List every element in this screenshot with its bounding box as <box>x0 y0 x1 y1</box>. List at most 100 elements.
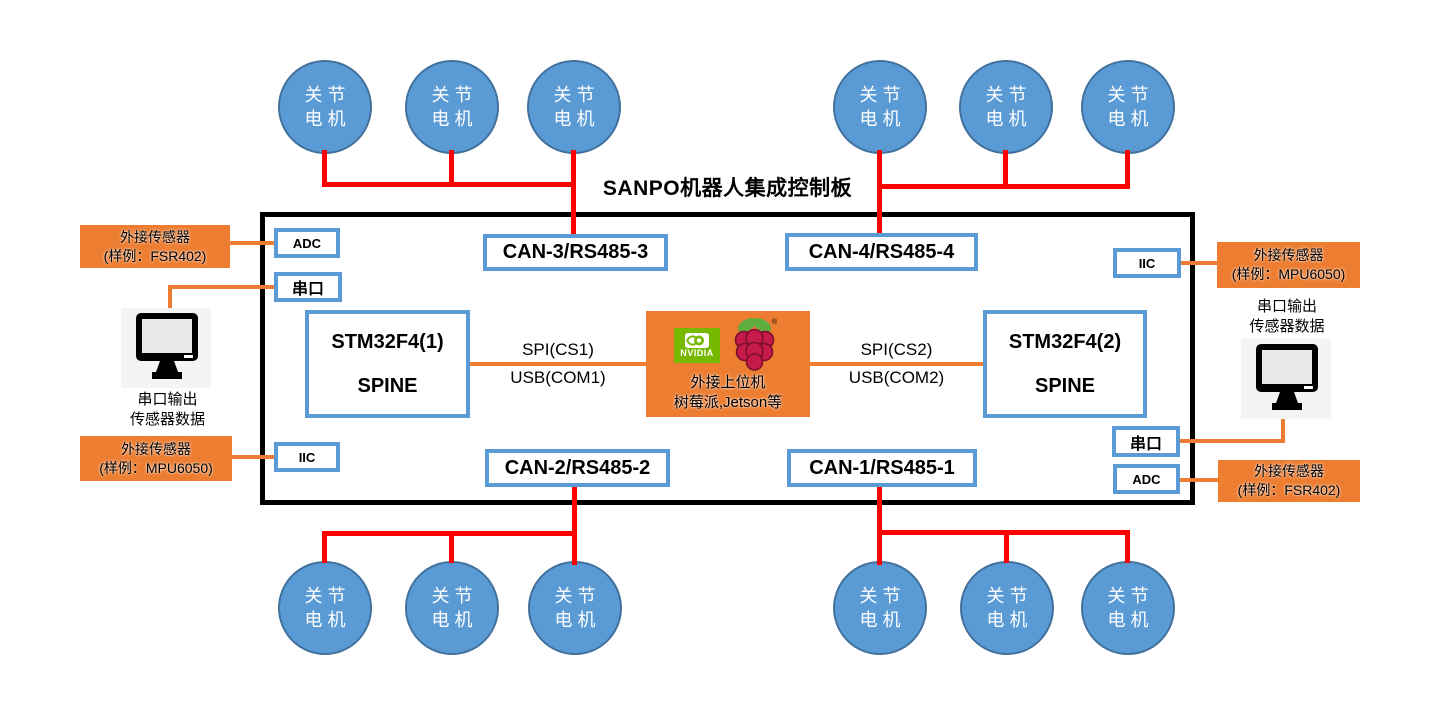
serial-link-line <box>1180 439 1285 443</box>
motor-label: 电机 <box>554 610 601 630</box>
can3-label: CAN-3/RS485-3 <box>502 241 649 263</box>
pc-label-line2: 传感器数据 <box>1249 318 1325 335</box>
usb-com1-label: USB(COM1) <box>510 368 606 387</box>
nvidia-wordmark: NVIDIA <box>680 348 714 358</box>
motor-label: 关节 <box>1107 85 1154 105</box>
bus-line <box>877 530 1130 535</box>
joint-motor-circle: 关节电机 <box>405 561 499 655</box>
joint-motor-circle: 关节电机 <box>833 60 927 154</box>
motor-label: 关节 <box>553 85 600 105</box>
bus-line <box>322 531 327 563</box>
joint-motor-circle: 关节电机 <box>528 561 622 655</box>
sensor-label-line1: 外接传感器 <box>1254 463 1324 479</box>
host-label-line1: 外接上位机 <box>690 374 766 391</box>
can2-label: CAN-2/RS485-2 <box>504 456 651 479</box>
motor-label: 电机 <box>985 109 1032 129</box>
external-sensor-mpu6050-right-box: 外接传感器 (样例：MPU6050) <box>1217 242 1360 288</box>
sensor-label-line2: (样例：MPU6050) <box>99 459 213 476</box>
bus-line <box>322 182 576 187</box>
iic-port-left-box: IIC <box>274 442 340 472</box>
motor-label: 电机 <box>431 610 478 630</box>
iic-port-right-box: IIC <box>1113 248 1181 278</box>
control-board-outline <box>260 212 1195 505</box>
motor-label: 关节 <box>859 85 906 105</box>
adc-port-right-box: ADC <box>1113 464 1180 494</box>
monitor-icon <box>1241 339 1331 419</box>
raspberry-pi-logo-icon: ® <box>734 318 778 371</box>
motor-label: 关节 <box>431 586 478 606</box>
motor-label: 电机 <box>304 610 351 630</box>
serial-link-line <box>168 285 274 289</box>
sensor-link-line <box>1180 261 1217 265</box>
joint-motor-circle: 关节电机 <box>527 60 621 154</box>
joint-motor-circle: 关节电机 <box>278 561 372 655</box>
motor-label: 关节 <box>859 586 906 606</box>
adc-port-left-box: ADC <box>274 228 340 258</box>
spi-link-line <box>810 362 983 366</box>
sensor-link-line <box>1180 478 1218 482</box>
motor-label: 电机 <box>304 109 351 129</box>
monitor-icon <box>121 308 211 388</box>
motor-label: 电机 <box>1107 610 1154 630</box>
bus-line <box>1125 150 1130 189</box>
joint-motor-circle: 关节电机 <box>960 561 1054 655</box>
motor-label: 关节 <box>431 85 478 105</box>
serial-port-left-box: 串口 <box>274 272 342 302</box>
spi-link-line <box>470 362 646 366</box>
serial-link-line <box>168 285 172 311</box>
can4-rs485-box: CAN-4/RS485-4 <box>785 233 978 271</box>
stm32f4-1-box: STM32F4(1) SPINE <box>305 310 470 418</box>
motor-label: 电机 <box>986 610 1033 630</box>
adc-label: ADC <box>292 235 322 251</box>
joint-motor-circle: 关节电机 <box>833 561 927 655</box>
bus-line <box>449 150 454 187</box>
can2-rs485-box: CAN-2/RS485-2 <box>485 449 670 487</box>
sensor-label-line2: (样例：FSR402) <box>103 247 207 264</box>
bus-line <box>322 150 327 187</box>
motor-label: 关节 <box>304 586 351 606</box>
pc-label-line1: 串口输出 <box>137 391 198 408</box>
motor-label: 电机 <box>1107 109 1154 129</box>
diagram-title: SANPO机器人集成控制板 <box>602 177 853 200</box>
bus-line <box>571 150 576 238</box>
spi-cs2-label: SPI(CS2) <box>860 340 933 359</box>
host-computer-box: NVIDIA ® 外接上位机 树莓派,Jetson等 <box>646 311 810 417</box>
motor-label: 关节 <box>554 586 601 606</box>
mcu-name: STM32F4(2) <box>1008 331 1122 353</box>
bus-line <box>572 485 577 565</box>
motor-label: 关节 <box>986 586 1033 606</box>
bus-line <box>1003 150 1008 189</box>
external-sensor-fsr402-right-box: 外接传感器 (样例：FSR402) <box>1218 460 1360 502</box>
joint-motor-circle: 关节电机 <box>1081 60 1175 154</box>
pc-right-label: 串口输出 传感器数据 <box>1227 297 1347 337</box>
usb-com2-label: USB(COM2) <box>848 368 945 387</box>
mcu-role: SPINE <box>357 375 418 397</box>
bus-line <box>1125 530 1130 563</box>
serial-port-right-box: 串口 <box>1112 426 1180 457</box>
host-label: 外接上位机 树莓派,Jetson等 <box>646 373 810 413</box>
bus-line <box>877 184 1130 189</box>
sensor-label-line2: (样例：FSR402) <box>1237 482 1341 498</box>
sensor-label-line1: 外接传感器 <box>121 440 191 457</box>
serial-label: 串口 <box>291 281 324 298</box>
sensor-label-line1: 外接传感器 <box>120 228 190 245</box>
sensor-label-line1: 外接传感器 <box>1253 247 1324 263</box>
motor-label: 关节 <box>304 85 351 105</box>
can4-label: CAN-4/RS485-4 <box>808 240 955 263</box>
joint-motor-circle: 关节电机 <box>405 60 499 154</box>
iic-label: IIC <box>298 449 316 465</box>
external-sensor-mpu6050-left-box: 外接传感器 (样例：MPU6050) <box>80 436 232 481</box>
sensor-link-line <box>230 455 274 459</box>
joint-motor-circle: 关节电机 <box>959 60 1053 154</box>
external-sensor-fsr402-left-box: 外接传感器 (样例：FSR402) <box>80 225 230 268</box>
spi-cs1-label: SPI(CS1) <box>522 340 594 359</box>
pc-label-line1: 串口输出 <box>1256 298 1317 315</box>
joint-motor-circle: 关节电机 <box>1081 561 1175 655</box>
mcu-role: SPINE <box>1034 375 1096 397</box>
sensor-link-line <box>228 241 274 245</box>
can1-rs485-box: CAN-1/RS485-1 <box>787 449 977 487</box>
motor-label: 关节 <box>1107 586 1154 606</box>
bus-line <box>1004 530 1009 563</box>
bus-line <box>877 485 882 565</box>
